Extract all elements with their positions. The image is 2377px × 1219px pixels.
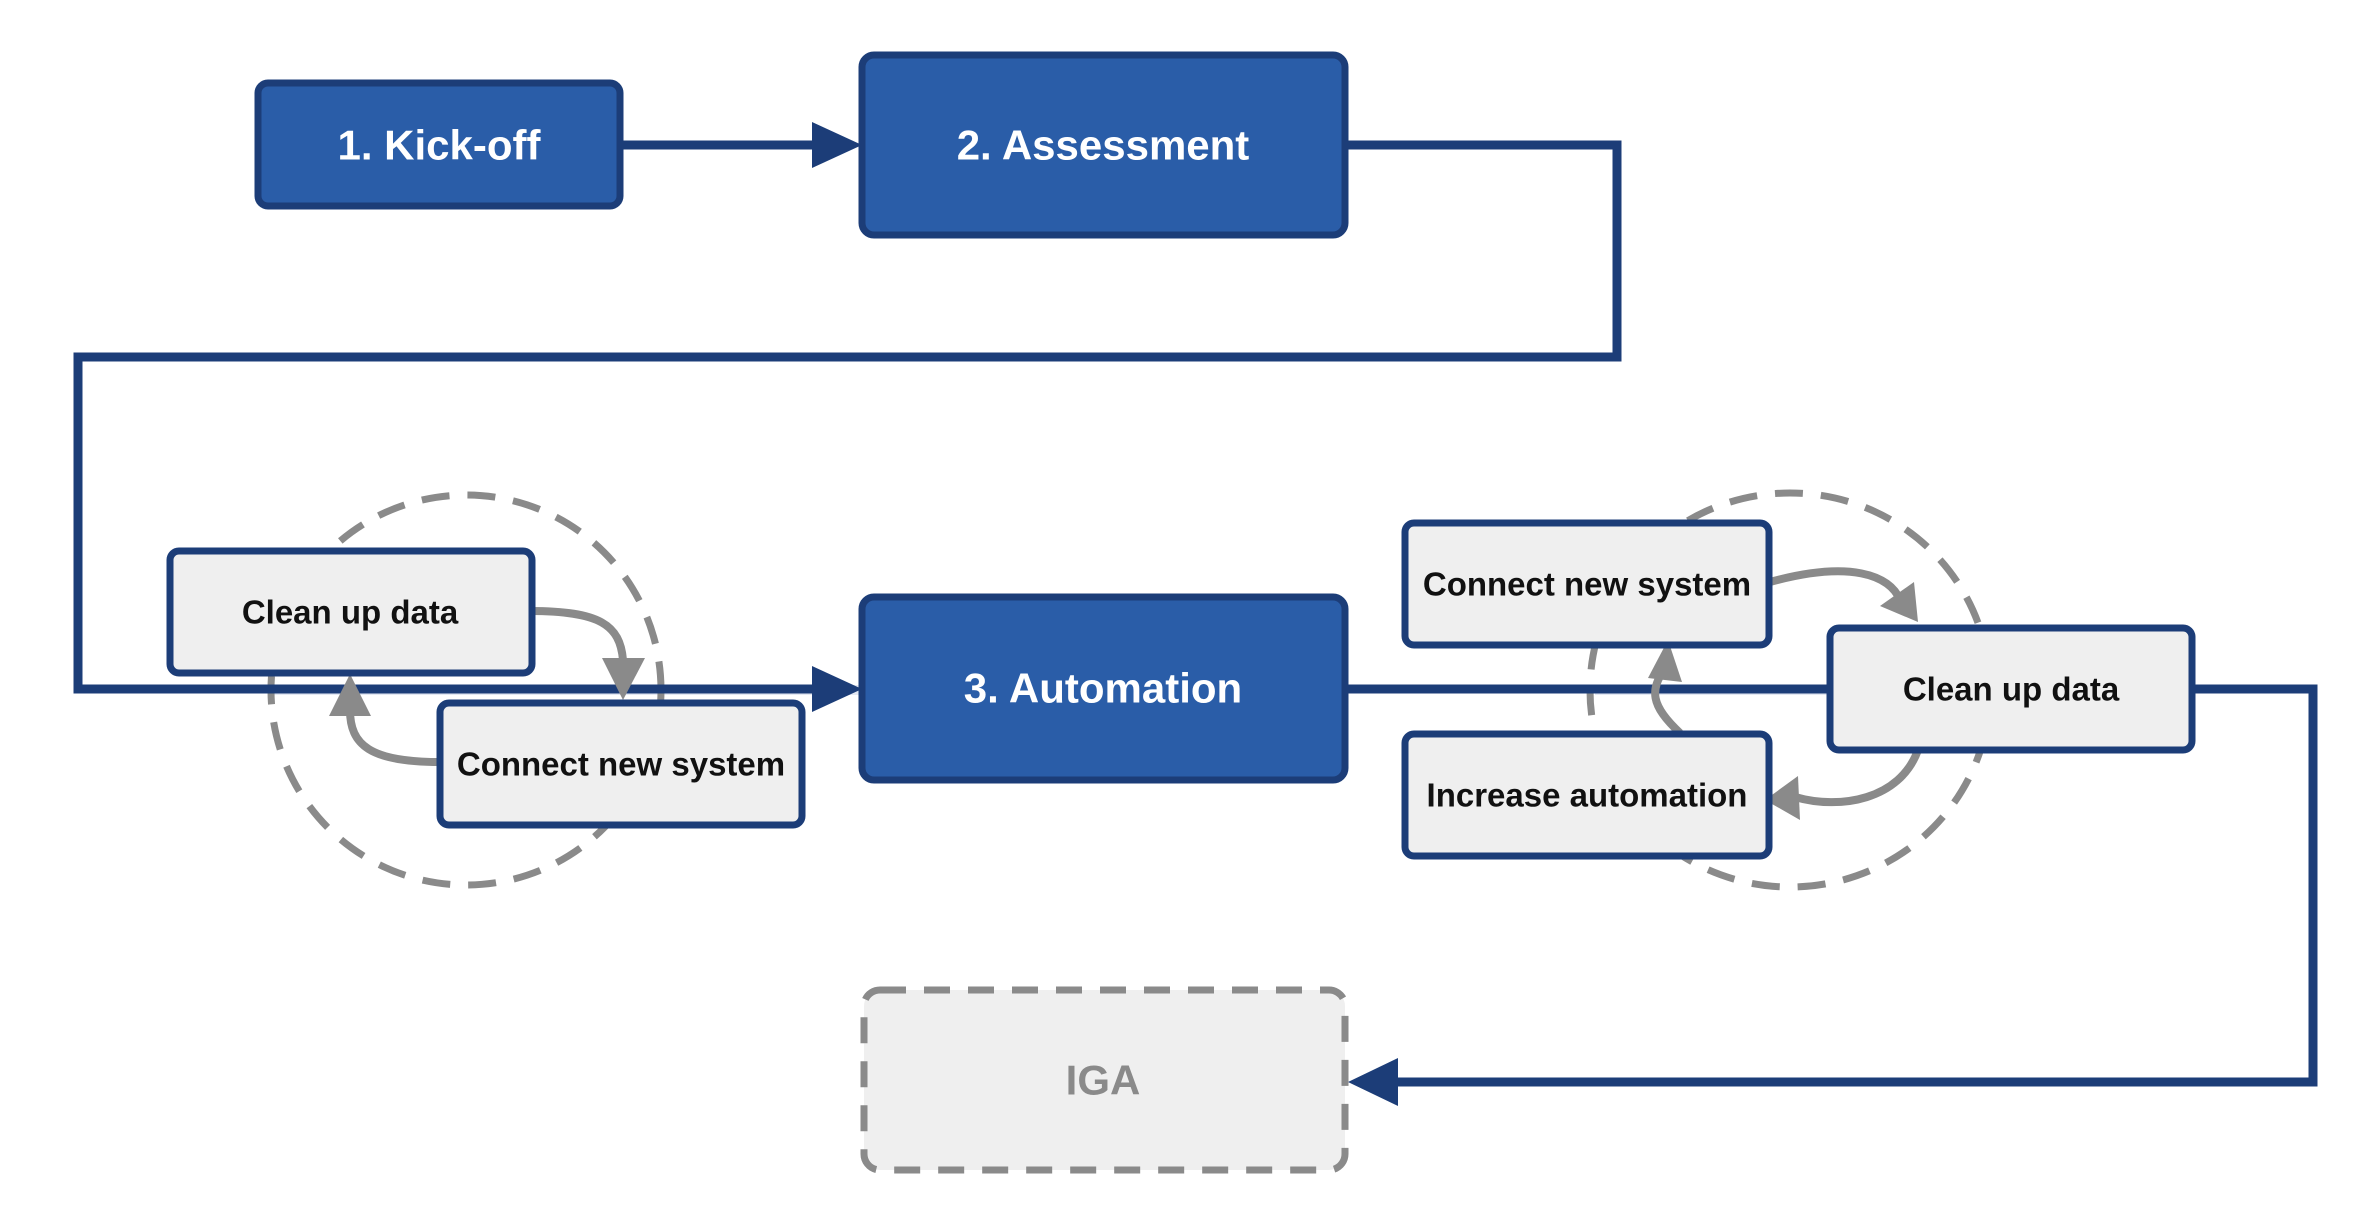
- right-arrowhead-increase: [1765, 776, 1800, 820]
- right-arrow-cleanup-to-increase: [1793, 748, 1922, 807]
- arrowhead-into-automation: [812, 666, 862, 712]
- arrowhead-into-iga: [1348, 1058, 1398, 1106]
- left-arrow-cleanup-to-connect: [529, 607, 627, 661]
- connector-kickoff-assessment: [620, 122, 862, 168]
- right-cleanup-box: Clean up data: [1826, 624, 2196, 754]
- left-connect-box: Connect new system: [436, 699, 806, 829]
- connector-right-to-iga: [1390, 684, 2318, 1087]
- left-cleanup-box: Clean up data: [166, 547, 536, 677]
- right-arrow-connect-to-cleanup: [1768, 567, 1904, 602]
- left-connect-label: Connect new system: [457, 746, 785, 783]
- stage-assessment: 2. Assessment: [858, 51, 1349, 239]
- stage-iga-label: IGA: [1066, 1057, 1141, 1104]
- connector-assessment-automation: [73, 140, 1622, 694]
- stage-automation-label: 3. Automation: [964, 665, 1242, 712]
- right-arrowhead-connect: [1648, 640, 1682, 682]
- right-increase-label: Increase automation: [1427, 777, 1748, 814]
- left-arrowhead-up: [329, 674, 371, 716]
- stage-kickoff: 1. Kick-off: [254, 79, 624, 210]
- stage-iga: IGA: [860, 986, 1349, 1174]
- stage-kickoff-label: 1. Kick-off: [337, 122, 541, 169]
- right-connect-box: Connect new system: [1401, 519, 1773, 649]
- left-arrow-connect-to-cleanup: [346, 709, 441, 766]
- right-increase-box: Increase automation: [1401, 730, 1773, 860]
- left-cleanup-label: Clean up data: [242, 594, 459, 631]
- left-arrowhead-down: [602, 658, 645, 700]
- right-arrowhead-cleanup: [1880, 582, 1918, 622]
- right-cleanup-label: Clean up data: [1903, 671, 2120, 708]
- stage-automation: 3. Automation: [858, 593, 1349, 784]
- right-connect-label: Connect new system: [1423, 566, 1751, 603]
- stage-assessment-label: 2. Assessment: [957, 122, 1250, 169]
